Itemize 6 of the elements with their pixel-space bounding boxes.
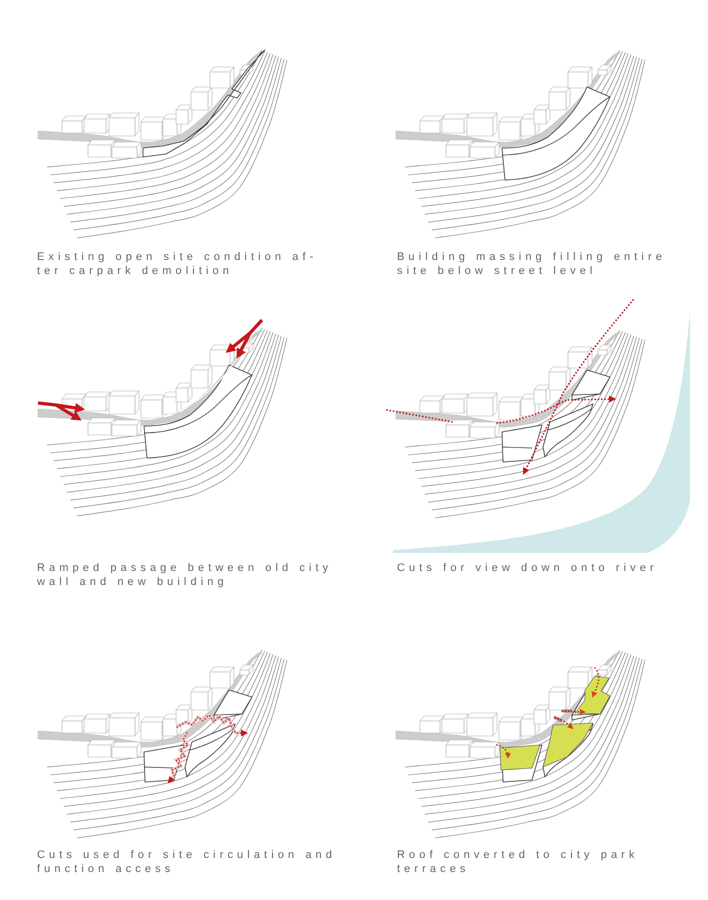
caption-text: Roof converted to city park terraces [397,848,640,876]
caption-text: Existing open site condition af- ter carpark demolition [37,250,318,278]
caption-text: Building massing filling entire site below street level [397,250,667,278]
caption-text: Cuts for view down onto river [397,561,659,575]
caption-text: Cuts used for site circulation and function access [37,848,337,876]
caption-text: Ramped passage between old city wall and new building [37,561,334,589]
